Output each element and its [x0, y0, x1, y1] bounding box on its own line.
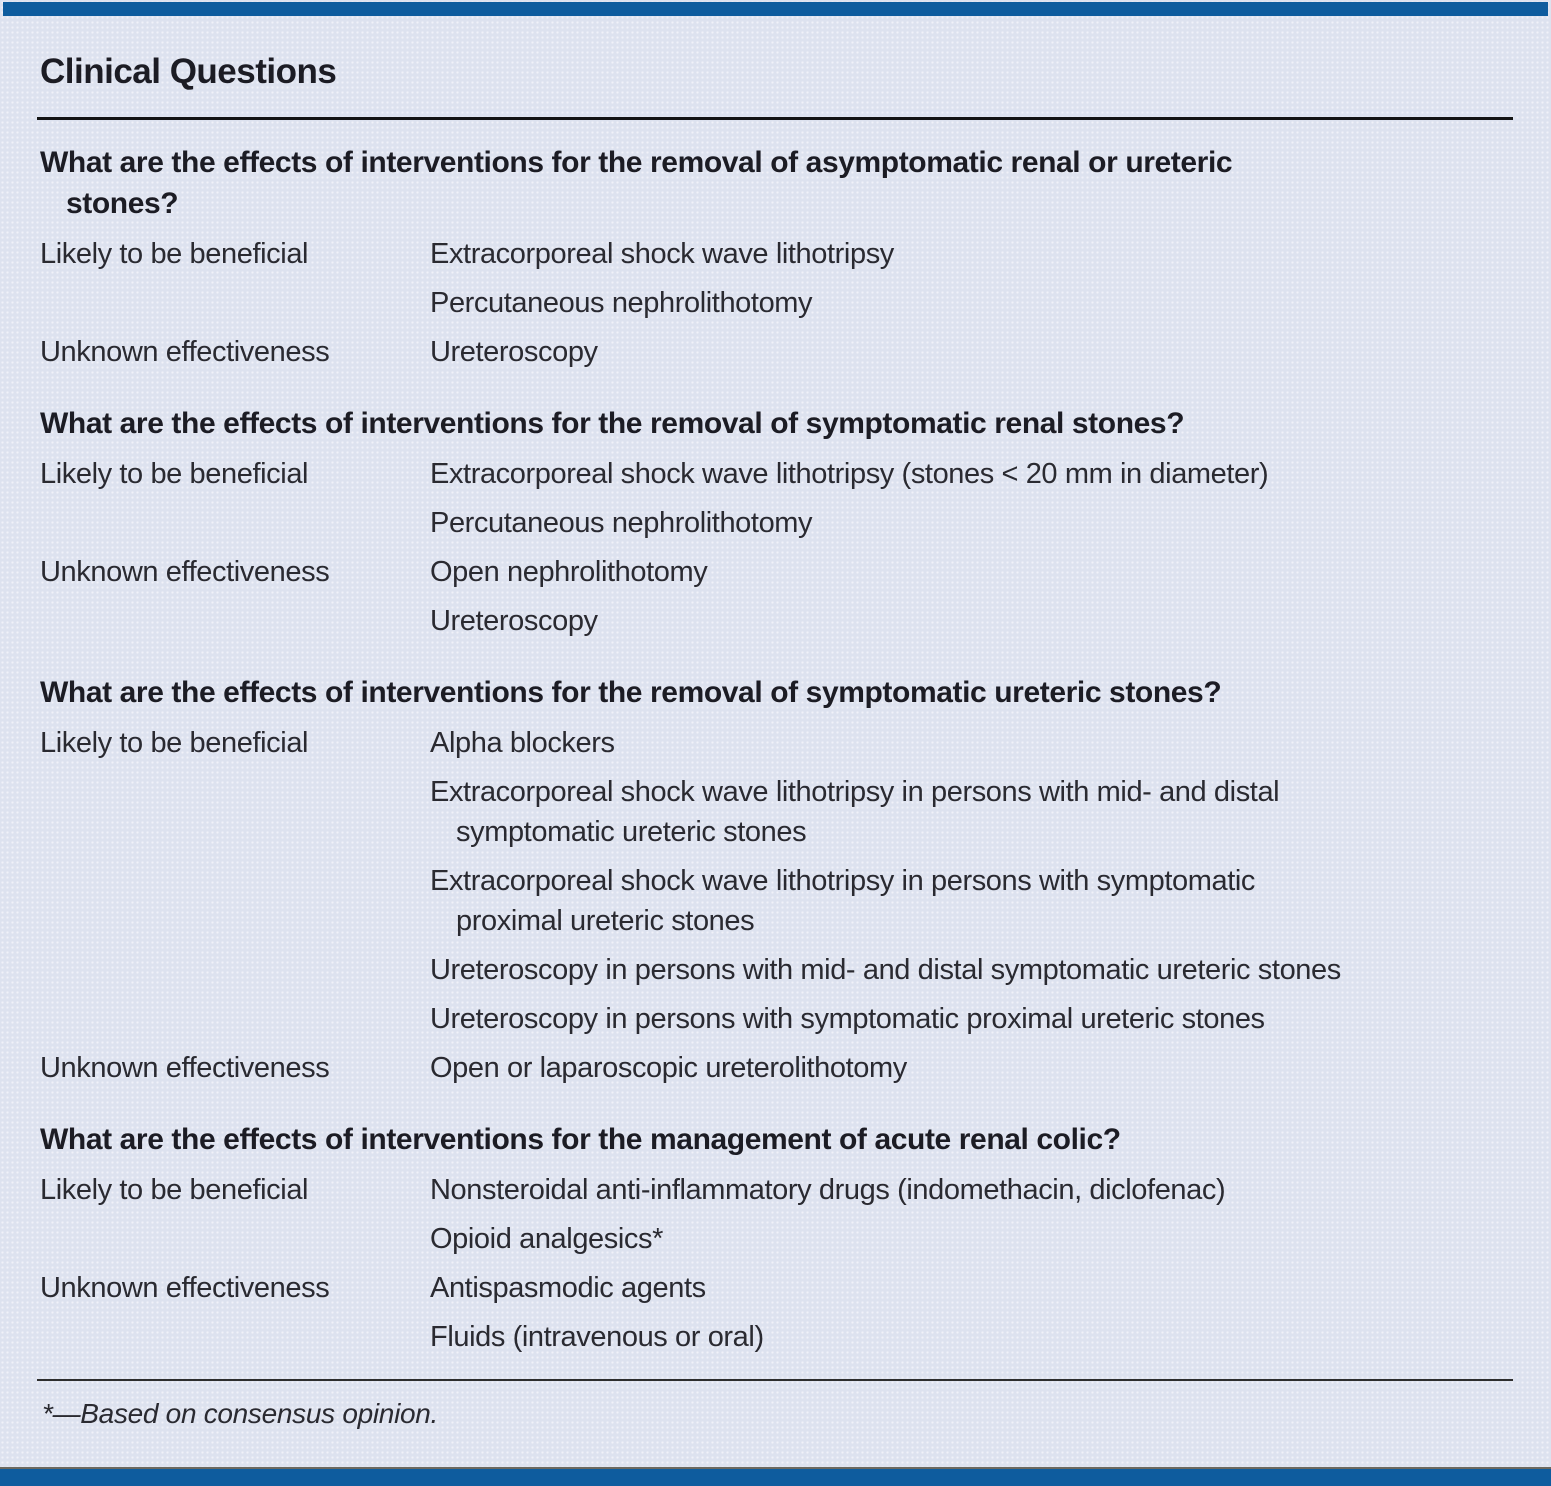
footnote-divider [37, 1379, 1513, 1381]
effectiveness-label: Likely to be beneficial [40, 727, 309, 759]
clinical-question-section: What are the effects of interventions fo… [40, 142, 1511, 381]
table-content: Clinical Questions What are the effects … [0, 16, 1551, 1366]
effectiveness-row: Likely to be beneficial Nonsteroidal anti… [40, 1170, 1511, 1268]
effectiveness-row: Unknown effectiveness Ureteroscopy [40, 332, 1511, 381]
effectiveness-row: Likely to be beneficial Extracorporeal sh… [40, 234, 1511, 332]
effectiveness-row: Unknown effectiveness Open or laparoscopi… [40, 1048, 1511, 1097]
effectiveness-label: Unknown effectiveness [40, 1052, 330, 1084]
clinical-question-section: What are the effects of interventions fo… [40, 403, 1511, 650]
intervention-item: Extracorporeal shock wave lithotripsy (s… [430, 458, 1269, 490]
intervention-item: Ureteroscopy [430, 605, 598, 637]
question-heading: What are the effects of interventions fo… [40, 146, 1233, 220]
intervention-item: Ureteroscopy [430, 336, 598, 368]
intervention-list: Ureteroscopy [430, 332, 1511, 381]
effectiveness-label: Unknown effectiveness [40, 1272, 330, 1304]
effectiveness-label: Unknown effectiveness [40, 336, 330, 368]
effectiveness-row: Likely to be beneficial Extracorporeal sh… [40, 454, 1511, 552]
effectiveness-label: Unknown effectiveness [40, 556, 330, 588]
question-heading: What are the effects of interventions fo… [40, 676, 1222, 709]
intervention-list: Extracorporeal shock wave lithotripsy (s… [430, 454, 1511, 552]
intervention-item: Opioid analgesics* [430, 1223, 663, 1255]
intervention-item: Open or laparoscopic ureterolithotomy [430, 1052, 907, 1084]
question-heading: What are the effects of interventions fo… [40, 1123, 1121, 1156]
effectiveness-label: Likely to be beneficial [40, 1174, 309, 1206]
intervention-item: Alpha blockers [430, 727, 615, 759]
intervention-item: Nonsteroidal anti-inflammatory drugs (in… [430, 1174, 1226, 1206]
intervention-item: Extracorporeal shock wave lithotripsy in… [430, 865, 1255, 937]
intervention-item: Fluids (intravenous or oral) [430, 1321, 764, 1353]
effectiveness-row: Unknown effectiveness Open nephrolithotom… [40, 552, 1511, 650]
intervention-item: Percutaneous nephrolithotomy [430, 507, 813, 539]
top-accent-bar [3, 2, 1548, 16]
intervention-item: Extracorporeal shock wave lithotripsy [430, 238, 894, 270]
title-divider [37, 117, 1513, 120]
footnote-text: *—Based on consensus opinion. [42, 1398, 439, 1429]
effectiveness-label: Likely to be beneficial [40, 458, 309, 490]
question-heading: What are the effects of interventions fo… [40, 407, 1185, 440]
effectiveness-row: Unknown effectiveness Antispasmodic agent… [40, 1268, 1511, 1366]
intervention-list: Open or laparoscopic ureterolithotomy [430, 1048, 1511, 1097]
intervention-item: Percutaneous nephrolithotomy [430, 287, 813, 319]
intervention-item: Ureteroscopy in persons with symptomatic… [430, 1003, 1265, 1035]
intervention-item: Antispasmodic agents [430, 1272, 706, 1304]
sections: What are the effects of interventions fo… [0, 142, 1551, 1366]
clinical-question-section: What are the effects of interventions fo… [40, 1119, 1511, 1366]
page-title: Clinical Questions [40, 52, 337, 91]
clinical-question-section: What are the effects of interventions fo… [40, 672, 1511, 1097]
intervention-item: Ureteroscopy in persons with mid- and di… [430, 954, 1341, 986]
intervention-list: Nonsteroidal anti-inflammatory drugs (in… [430, 1170, 1511, 1268]
intervention-item: Extracorporeal shock wave lithotripsy in… [430, 776, 1280, 848]
bottom-accent-bar [0, 1467, 1551, 1486]
intervention-item: Open nephrolithotomy [430, 556, 708, 588]
effectiveness-label: Likely to be beneficial [40, 238, 309, 270]
